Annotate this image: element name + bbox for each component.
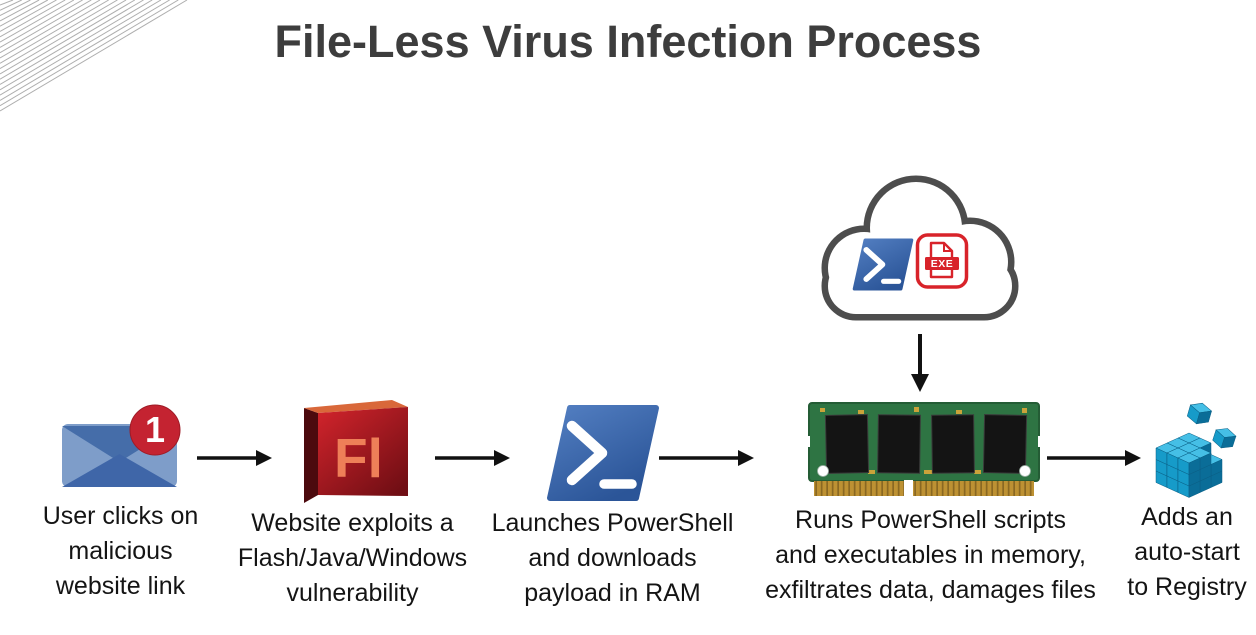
notification-badge — [129, 404, 181, 456]
step-label-memory: Runs PowerShell scripts and executables … — [765, 506, 1096, 604]
cloud-group: EXE — [812, 166, 1028, 336]
ram-pins — [814, 481, 1034, 496]
flow-arrow-4 — [1047, 450, 1141, 466]
page-title: File-Less Virus Infection Process — [274, 16, 982, 67]
step-label-flash: Website exploits a Flash/Java/Windows vu… — [237, 509, 468, 607]
flow-arrow-1 — [197, 450, 272, 466]
exe-file-icon: EXE — [915, 233, 969, 289]
powershell-icon — [546, 404, 660, 502]
corner-wireframe-decoration — [0, 0, 188, 112]
cloud-to-ram-arrow — [911, 334, 929, 392]
step-label-powershell: Launches PowerShell and downloads payloa… — [491, 509, 734, 607]
flow-arrow-2 — [435, 450, 510, 466]
cloud-powershell-icon — [852, 238, 914, 291]
registry-icon — [1155, 402, 1237, 498]
flash-letters: Fl — [334, 427, 383, 489]
flow-arrow-3 — [659, 450, 754, 466]
email-icon: 1 — [62, 404, 181, 487]
step-label-email: User clicks on malicious website link — [42, 502, 199, 600]
exe-label: EXE — [931, 258, 954, 270]
step-label-registry: Adds an auto-start to Registry — [1127, 503, 1247, 601]
ram-chips — [824, 414, 1028, 474]
notification-badge-count: 1 — [145, 409, 165, 450]
flash-icon: Fl — [304, 400, 408, 503]
ram-icon — [806, 402, 1042, 497]
